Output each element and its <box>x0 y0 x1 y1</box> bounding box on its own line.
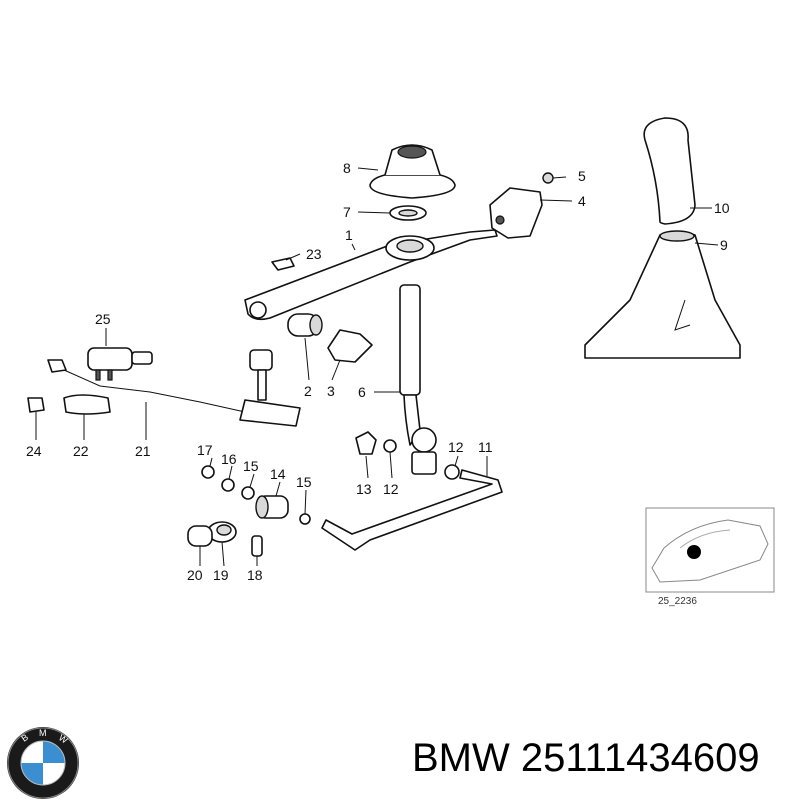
callout-16: 16 <box>221 451 237 467</box>
callout-1: 1 <box>345 227 353 243</box>
callout-17: 17 <box>197 442 213 458</box>
callout-20: 20 <box>187 567 203 583</box>
bmw-logo: B M W <box>7 727 79 799</box>
callout-15-right: 15 <box>296 474 312 490</box>
callout-6: 6 <box>358 384 366 400</box>
part-20-cap <box>187 525 213 547</box>
callout-9: 9 <box>720 237 728 253</box>
callout-23: 23 <box>306 246 322 262</box>
part-10-knob <box>643 117 696 225</box>
part-24-clip <box>27 397 45 413</box>
part-5-nut <box>542 172 554 184</box>
part-number-caption: BMW 25111434609 <box>412 736 760 781</box>
callout-15-left: 15 <box>243 458 259 474</box>
brand-name: BMW <box>412 736 510 780</box>
part-14-joint <box>255 495 289 519</box>
svg-text:M: M <box>39 728 47 738</box>
callout-24: 24 <box>26 443 42 459</box>
callout-22: 22 <box>73 443 89 459</box>
callout-18: 18 <box>247 567 263 583</box>
callout-11: 11 <box>478 439 493 455</box>
part-11-rod <box>321 469 503 551</box>
callout-8: 8 <box>343 160 351 176</box>
callout-4: 4 <box>578 193 586 209</box>
part-25-switch <box>87 347 153 381</box>
callout-10: 10 <box>714 200 730 216</box>
part-22-holder <box>63 394 111 415</box>
part-7-ring <box>389 205 427 221</box>
inset-code: 25_2236 <box>658 596 697 607</box>
callout-labels: 8 7 1 23 5 4 10 9 25 2 3 6 24 22 21 12 1… <box>26 160 730 583</box>
callout-19: 19 <box>213 567 229 583</box>
part-17-washer <box>201 465 215 479</box>
part-13-clip <box>355 431 377 455</box>
callout-2: 2 <box>304 383 312 399</box>
part-21-cable <box>47 349 301 427</box>
callout-12-right: 12 <box>448 439 464 455</box>
part-18-pin <box>251 535 263 557</box>
part-1-shift-arm <box>244 229 498 321</box>
part-6-lever <box>399 284 437 475</box>
callout-7: 7 <box>343 204 351 220</box>
callout-21: 21 <box>135 443 151 459</box>
location-marker <box>687 545 701 559</box>
part-23-clip <box>271 257 295 271</box>
callout-14: 14 <box>270 466 286 482</box>
leader-lines <box>35 167 719 567</box>
part-12-washer-left <box>383 439 397 453</box>
part-8-boot <box>369 144 456 199</box>
part-15-washer-left <box>241 486 255 500</box>
part-15-washer-right <box>299 513 311 525</box>
callout-25: 25 <box>95 311 111 327</box>
parts-diagram: 8 7 1 23 5 4 10 9 25 2 3 6 24 22 21 12 1… <box>26 117 775 607</box>
part-3-bracket <box>327 329 373 363</box>
callout-13: 13 <box>356 481 372 497</box>
part-12-washer-right <box>444 464 460 480</box>
location-inset: 25_2236 <box>645 507 775 607</box>
callout-3: 3 <box>327 383 335 399</box>
part-2-bushing <box>287 313 323 337</box>
svg-text:B: B <box>19 732 30 744</box>
part-16-washer <box>221 478 235 492</box>
callout-12-left: 12 <box>383 481 399 497</box>
part-9-gaiter <box>584 230 741 359</box>
part-number: 25111434609 <box>520 736 760 780</box>
part-4-bracket <box>489 187 543 239</box>
callout-5: 5 <box>578 168 586 184</box>
